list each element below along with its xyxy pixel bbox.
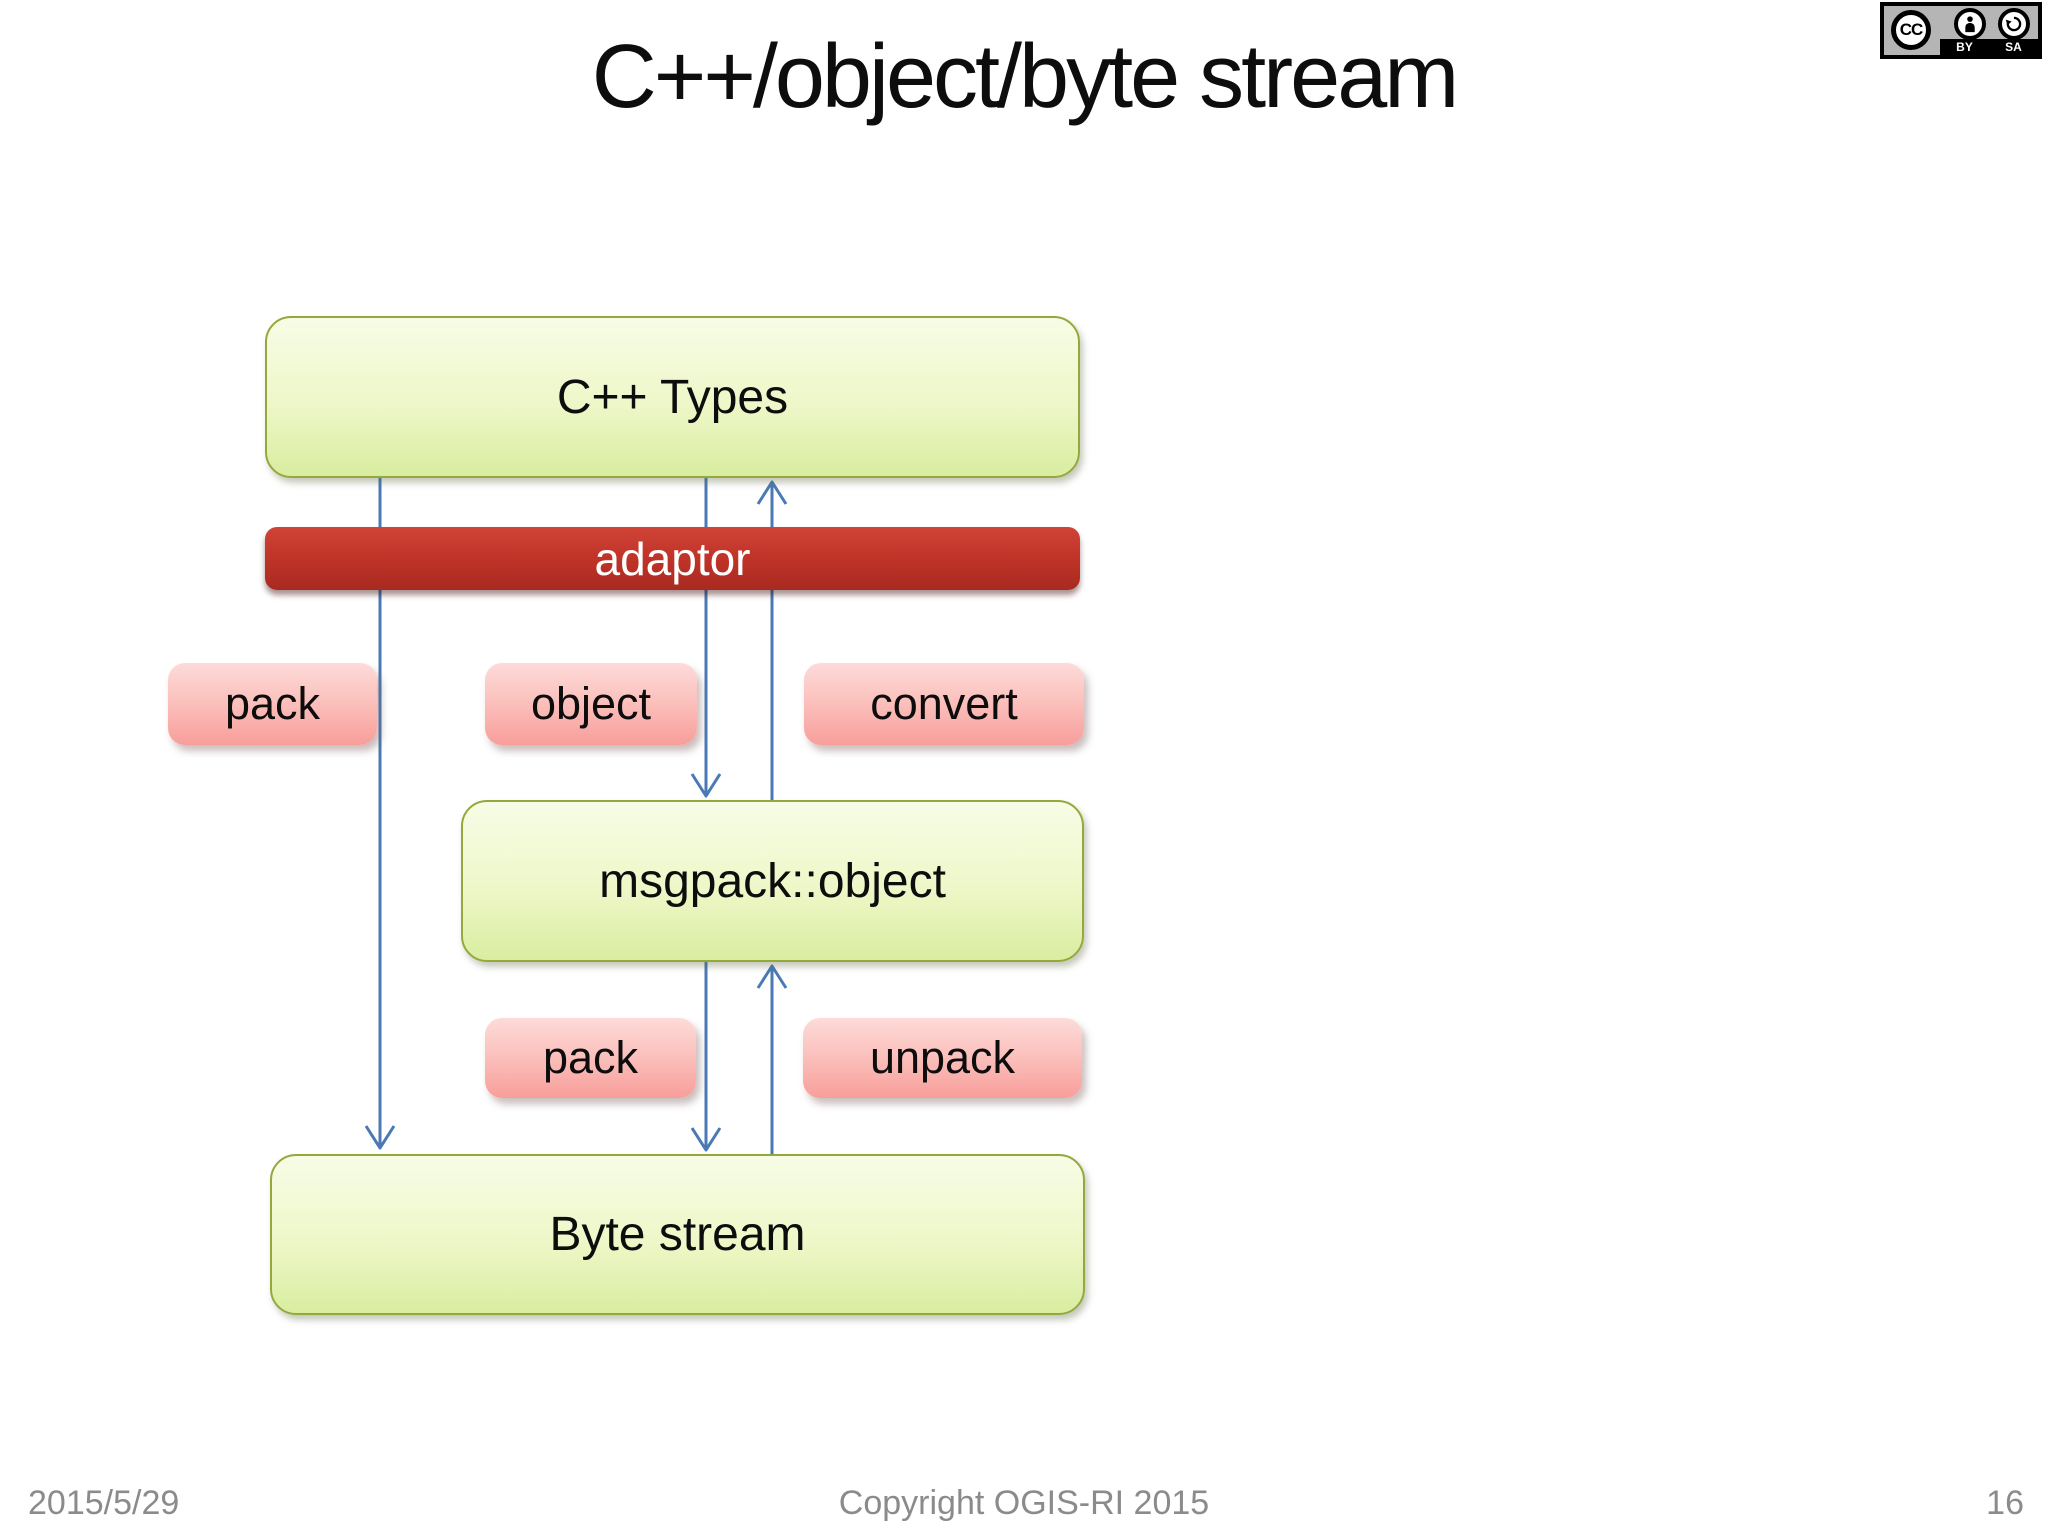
footer-page-number: 16 [1986, 1484, 2024, 1522]
node-cpp-types-label: C++ Types [556, 370, 789, 424]
sa-label: SA [2005, 40, 2022, 54]
node-unpack-label: unpack [869, 1032, 1016, 1083]
by-label: BY [1956, 40, 1973, 54]
node-convert-label: convert [870, 678, 1018, 729]
node-cpp-types: C++ Types [265, 316, 1080, 478]
node-object-label: object [530, 678, 652, 729]
arrow-unpack-bytestream-to-msgpack [756, 964, 788, 1154]
arrow-pack-msgpack-to-bytestream [690, 962, 722, 1152]
node-adaptor: adaptor [265, 527, 1080, 590]
attribution-person-icon [1954, 8, 1986, 40]
node-pack-top: pack [168, 663, 377, 745]
node-pack-top-label: pack [224, 678, 321, 729]
slide-title: C++/object/byte stream [591, 27, 1459, 127]
node-msgpack-object: msgpack::object [461, 800, 1084, 962]
cc-license-badge: CC BY SA [1880, 2, 2042, 59]
footer-copyright: Copyright OGIS-RI 2015 [838, 1484, 1210, 1522]
cc-label: CC [1899, 20, 1924, 39]
node-unpack: unpack [803, 1018, 1082, 1098]
node-adaptor-label: adaptor [594, 532, 751, 585]
node-pack-bottom: pack [485, 1018, 696, 1098]
cc-logo-icon: CC [1891, 10, 1931, 50]
node-byte-stream-label: Byte stream [549, 1208, 806, 1261]
node-byte-stream: Byte stream [270, 1154, 1085, 1315]
share-alike-icon [1998, 8, 2030, 40]
badge-strip: BY SA [1940, 39, 2038, 55]
node-convert: convert [804, 663, 1084, 745]
node-object: object [485, 663, 697, 745]
node-msgpack-object-label: msgpack::object [599, 854, 946, 908]
footer-date: 2015/5/29 [28, 1484, 180, 1522]
arrow-object-cpp-to-msgpack [690, 478, 722, 798]
node-pack-bottom-label: pack [542, 1032, 639, 1083]
